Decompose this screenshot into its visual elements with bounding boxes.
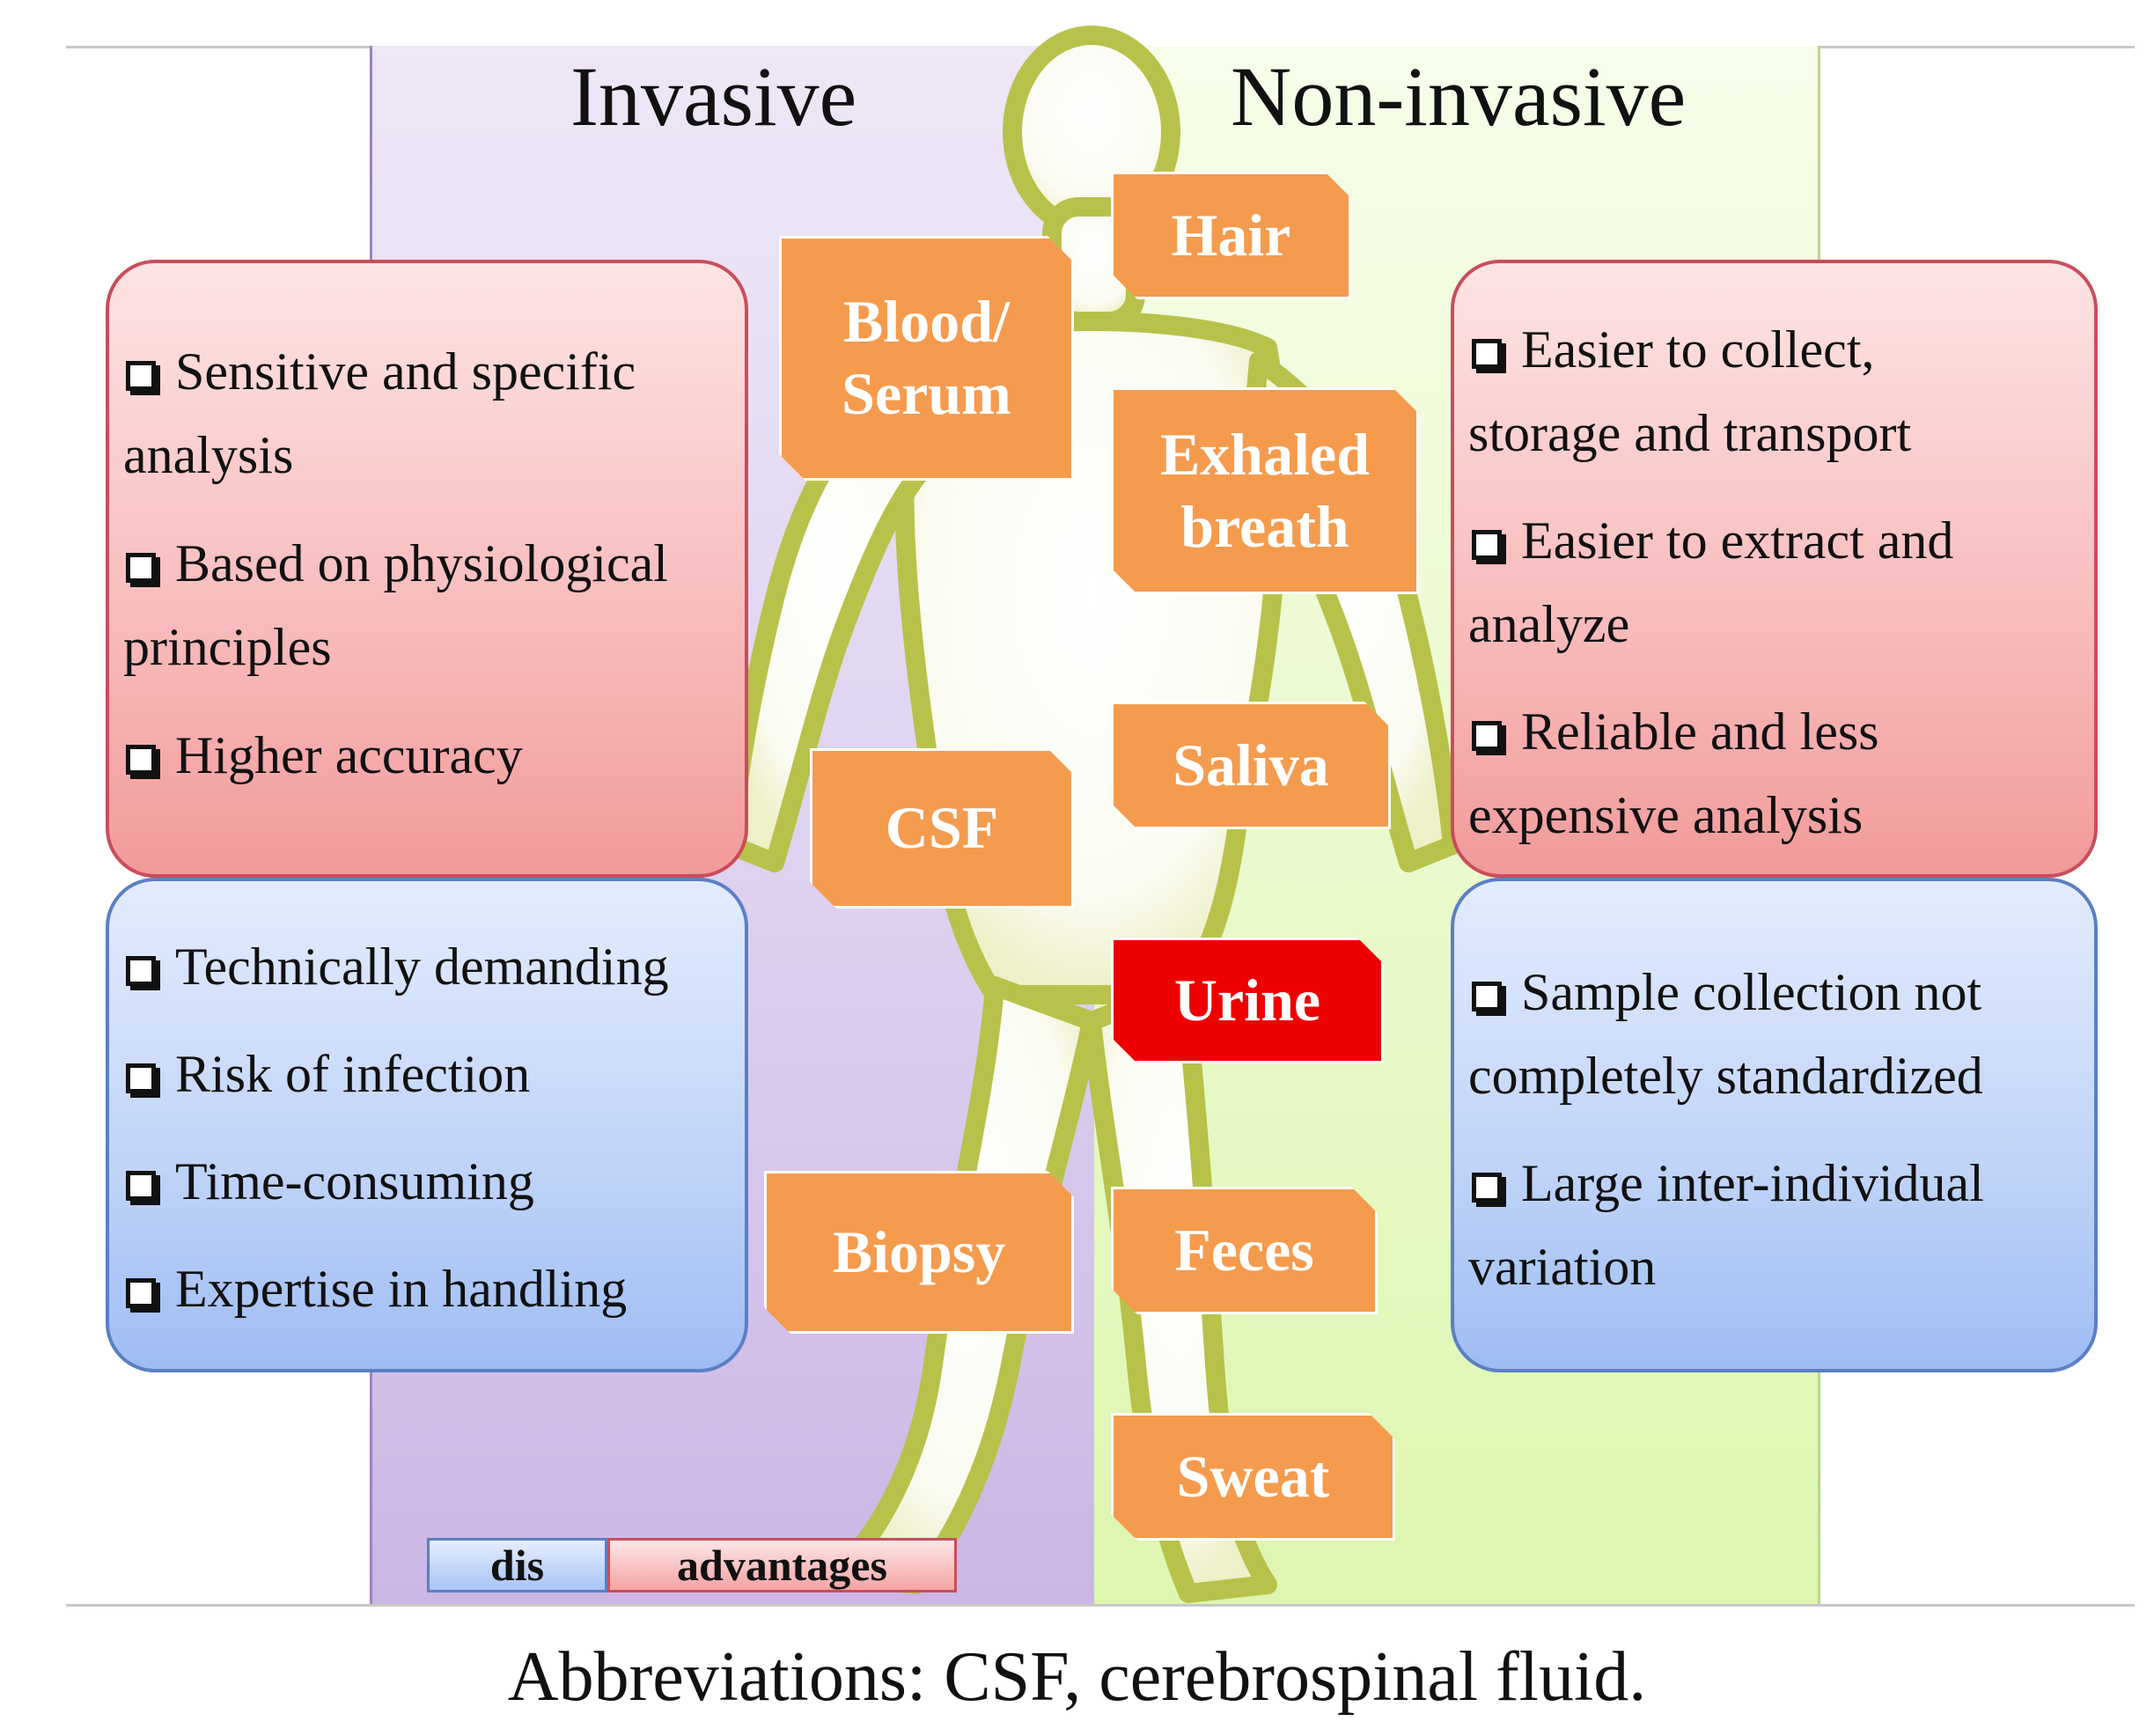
invasive-dis-item-1: Technically demanding (126, 940, 669, 993)
sample-tag-feces: Feces (1111, 1187, 1378, 1314)
legend-advantages: advantages (607, 1538, 957, 1593)
sample-tag-sweat: Sweat (1111, 1413, 1395, 1541)
checkbox-icon (1472, 339, 1502, 369)
non-invasive-disadvantages-box (1451, 878, 2098, 1372)
checkbox-icon (126, 1171, 156, 1201)
sample-tag-csf: CSF (810, 748, 1074, 908)
invasive-dis-item-2: Risk of infection (126, 1048, 530, 1100)
invasive-adv-item-1: Sensitive and specific (126, 345, 636, 398)
non-invasive-dis-item-2-cont: variation (1468, 1238, 1657, 1296)
checkbox-icon (126, 1278, 156, 1308)
checkbox-icon (1472, 1173, 1502, 1203)
checkbox-icon (126, 1063, 156, 1093)
non-invasive-dis-item-2: Large inter-individual (1472, 1157, 1984, 1210)
non-invasive-adv-item-2: Easier to extract and (1472, 514, 1953, 567)
non-invasive-heading: Non-invasive (1231, 49, 1687, 143)
legend-disadvantages: dis (427, 1538, 607, 1593)
non-invasive-adv-item-1-cont: storage and transport (1468, 404, 1912, 462)
sample-tag-hair: Hair (1111, 172, 1351, 299)
checkbox-icon (126, 745, 156, 775)
checkbox-icon (126, 956, 156, 986)
non-invasive-adv-item-2-cont: analyze (1468, 595, 1630, 653)
bottom-rule (66, 1604, 2135, 1607)
invasive-adv-item-2-cont: principles (123, 618, 332, 676)
invasive-advantages-box (106, 260, 748, 878)
non-invasive-adv-item-3-cont: expensive analysis (1468, 786, 1864, 844)
checkbox-icon (1472, 530, 1502, 560)
invasive-dis-item-4: Expertise in handling (126, 1262, 627, 1315)
checkbox-icon (126, 553, 156, 583)
checkbox-icon (1472, 982, 1502, 1011)
invasive-adv-item-1-cont: analysis (123, 426, 294, 484)
invasive-adv-item-3: Higher accuracy (126, 729, 523, 782)
non-invasive-advantages-box (1451, 260, 2098, 878)
non-invasive-adv-item-3: Reliable and less (1472, 705, 1879, 758)
checkbox-icon (1472, 721, 1502, 751)
invasive-dis-item-3: Time-consuming (126, 1155, 534, 1208)
sample-tag-biopsy: Biopsy (764, 1171, 1074, 1334)
figure-caption: Abbreviations: CSF, cerebrospinal fluid. (507, 1638, 1647, 1716)
sample-tag-blood-serum: Blood/Serum (779, 236, 1074, 481)
checkbox-icon (126, 361, 156, 391)
invasive-adv-item-2: Based on physiological (126, 537, 668, 590)
non-invasive-dis-item-1-cont: completely standardized (1468, 1047, 1983, 1105)
invasive-disadvantages-box (106, 878, 748, 1372)
non-invasive-dis-item-1: Sample collection not (1472, 966, 1981, 1019)
sample-tag-saliva: Saliva (1111, 702, 1391, 829)
non-invasive-adv-item-1: Easier to collect, (1472, 323, 1874, 376)
sample-tag-urine: Urine (1111, 938, 1384, 1063)
invasive-heading: Invasive (570, 49, 857, 143)
